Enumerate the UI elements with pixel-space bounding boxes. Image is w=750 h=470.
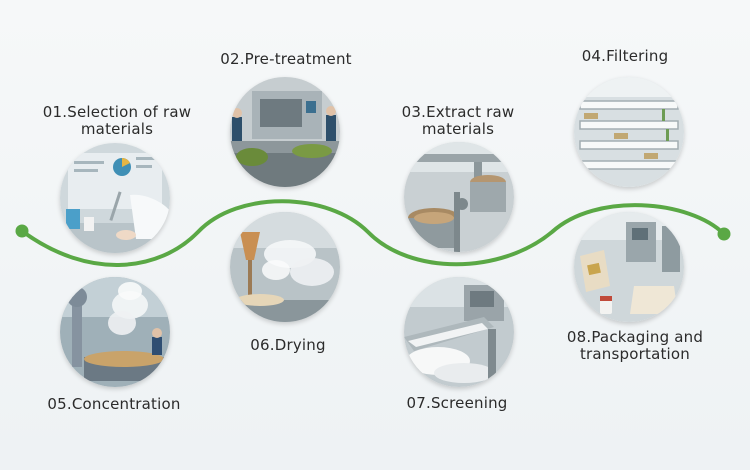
sieve-screening-icon [404, 277, 514, 387]
extraction-tank-icon [404, 142, 514, 252]
lab-sampling-icon [60, 143, 170, 253]
wave-end-dot [717, 227, 731, 241]
step-label-06: 06.Drying [250, 336, 326, 354]
conveyor-machine-icon [230, 77, 340, 187]
packaging-bags-icon [574, 212, 684, 322]
step-label-05: 05.Concentration [47, 395, 181, 413]
step-label-04: 04.Filtering [581, 47, 669, 65]
filter-rack-icon [574, 77, 684, 187]
step-label-07: 07.Screening [406, 394, 508, 412]
wave-start-dot [15, 224, 29, 238]
concentration-vessel-icon [60, 277, 170, 387]
step-label-02: 02.Pre-treatment [220, 50, 352, 68]
spray-dryer-icon [230, 212, 340, 322]
